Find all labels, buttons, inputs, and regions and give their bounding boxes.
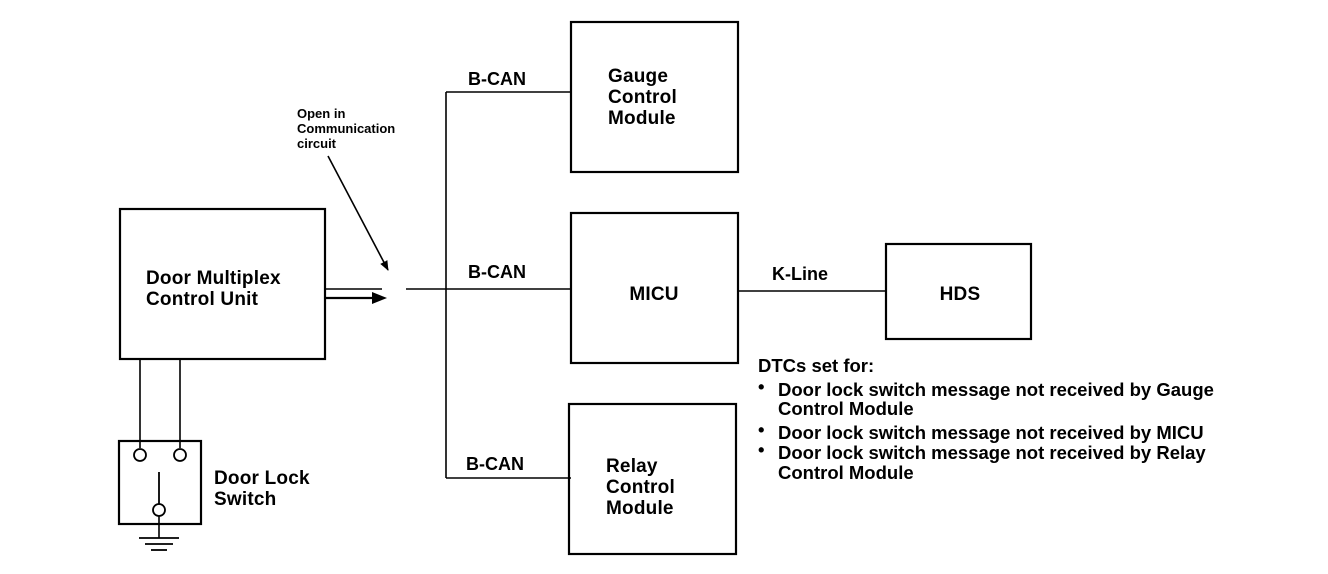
relay-label-line1: Relay [606, 456, 658, 477]
dtc-item-2-line1: Door lock switch message not received by… [778, 422, 1204, 443]
gauge-control-module: Gauge Control Module [569, 20, 740, 174]
dtc-bullet-3: • [758, 439, 764, 460]
output-signal-arrow [325, 288, 387, 304]
hds-label: HDS [940, 284, 981, 305]
dtc-item-3-line1: Door lock switch message not received by… [778, 442, 1206, 463]
dtc-item-1-line1: Door lock switch message not received by… [778, 379, 1214, 400]
micu-module: MICU [569, 211, 740, 365]
relay-control-module: Relay Control Module [567, 402, 738, 556]
switch-label-line1: Door Lock [214, 468, 310, 489]
annotation-arrow [327, 155, 389, 271]
dtc-bullet-2: • [758, 419, 764, 440]
b-can-label-gauge: B-CAN [468, 69, 526, 89]
dtc-item-1-line2: Control Module [778, 398, 914, 419]
dtc-list: DTCs set for: • Door lock switch message… [758, 355, 1214, 483]
switch-label-line2: Switch [214, 489, 276, 510]
door-multiplex-label-line2: Control Unit [146, 289, 259, 310]
dtc-item-3-line2: Control Module [778, 462, 914, 483]
annotation-line1: Open in [297, 106, 345, 121]
hds-tool: HDS [884, 242, 1033, 341]
gauge-label-line1: Gauge [608, 66, 668, 87]
k-line: K-Line [738, 264, 886, 292]
b-can-label-micu: B-CAN [468, 262, 526, 282]
b-can-bus: B-CAN B-CAN B-CAN [406, 69, 571, 479]
micu-label: MICU [629, 284, 678, 305]
dtc-bullet-1: • [758, 376, 764, 397]
hds-box [884, 242, 1033, 341]
micu-box [569, 211, 740, 365]
door-lock-switch: Door Lock Switch [117, 359, 310, 551]
gauge-label-line2: Control [608, 87, 677, 108]
open-circuit-annotation: Open in Communication circuit [297, 106, 395, 271]
ground-icon [139, 537, 179, 551]
gauge-box [569, 20, 740, 174]
door-multiplex-control-unit: Door Multiplex Control Unit [118, 207, 327, 361]
door-multiplex-box [118, 207, 327, 361]
gauge-label-line3: Module [608, 108, 676, 129]
switch-box [117, 439, 203, 526]
k-line-label: K-Line [772, 264, 828, 284]
relay-label-line2: Control [606, 477, 675, 498]
annotation-line3: circuit [297, 136, 337, 151]
b-can-label-relay: B-CAN [466, 454, 524, 474]
relay-label-line3: Module [606, 498, 674, 519]
door-multiplex-label-line1: Door Multiplex [146, 268, 281, 289]
annotation-line2: Communication [297, 121, 395, 136]
relay-box [567, 402, 738, 556]
dtc-heading: DTCs set for: [758, 355, 874, 376]
